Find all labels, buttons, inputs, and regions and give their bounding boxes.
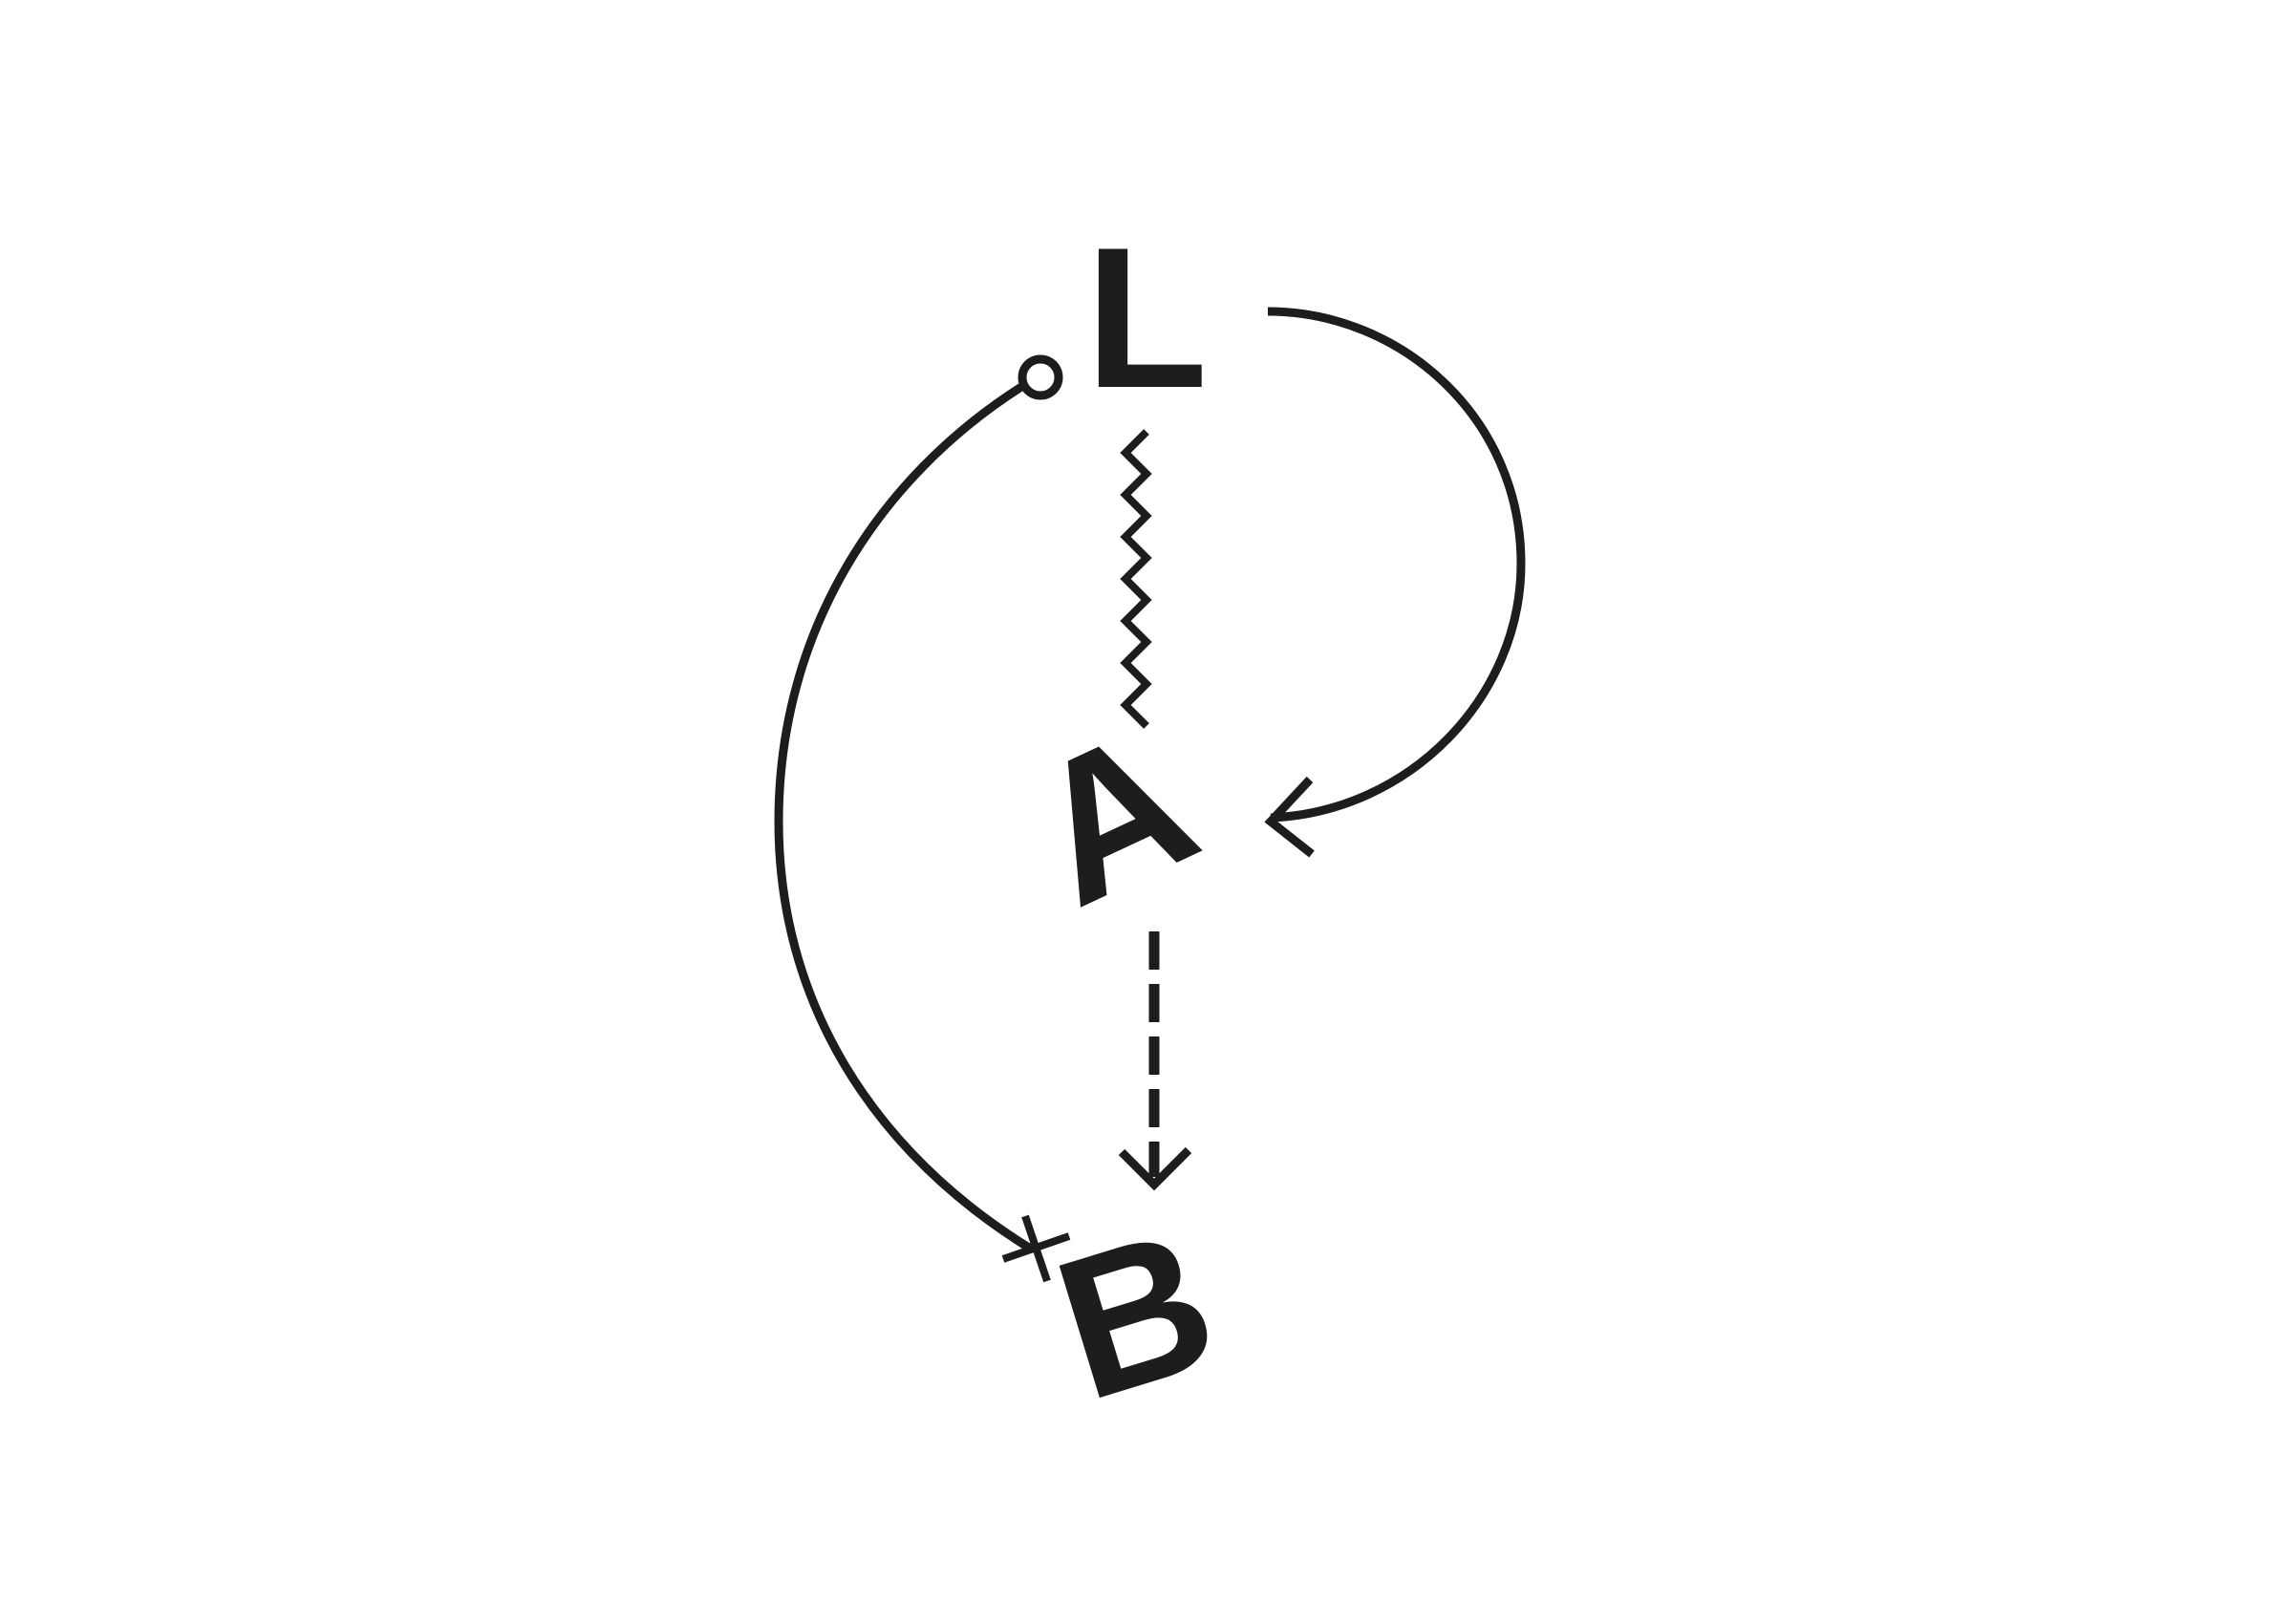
node-B-label: B [1034,1186,1238,1442]
edge-L-A-zigzag [1120,429,1152,729]
zigzag-line [1120,429,1152,729]
hollow-circle-icon [1018,354,1063,400]
open-arrow-icon [1118,1146,1192,1191]
open-arrow-icon [1264,776,1315,858]
arc-line [774,383,1035,1253]
node-A-label: A [999,684,1226,949]
edge-L-B-arc [774,354,1071,1283]
arc-line [1267,307,1526,823]
edge-L-A-arc [1264,307,1526,858]
cross-icon [1001,1214,1071,1283]
node-B: B [1034,1186,1238,1442]
node-L: L [1085,205,1208,430]
edge-A-B-dashed [1118,931,1192,1191]
node-L-label: L [1085,205,1208,430]
node-A: A [999,684,1226,949]
